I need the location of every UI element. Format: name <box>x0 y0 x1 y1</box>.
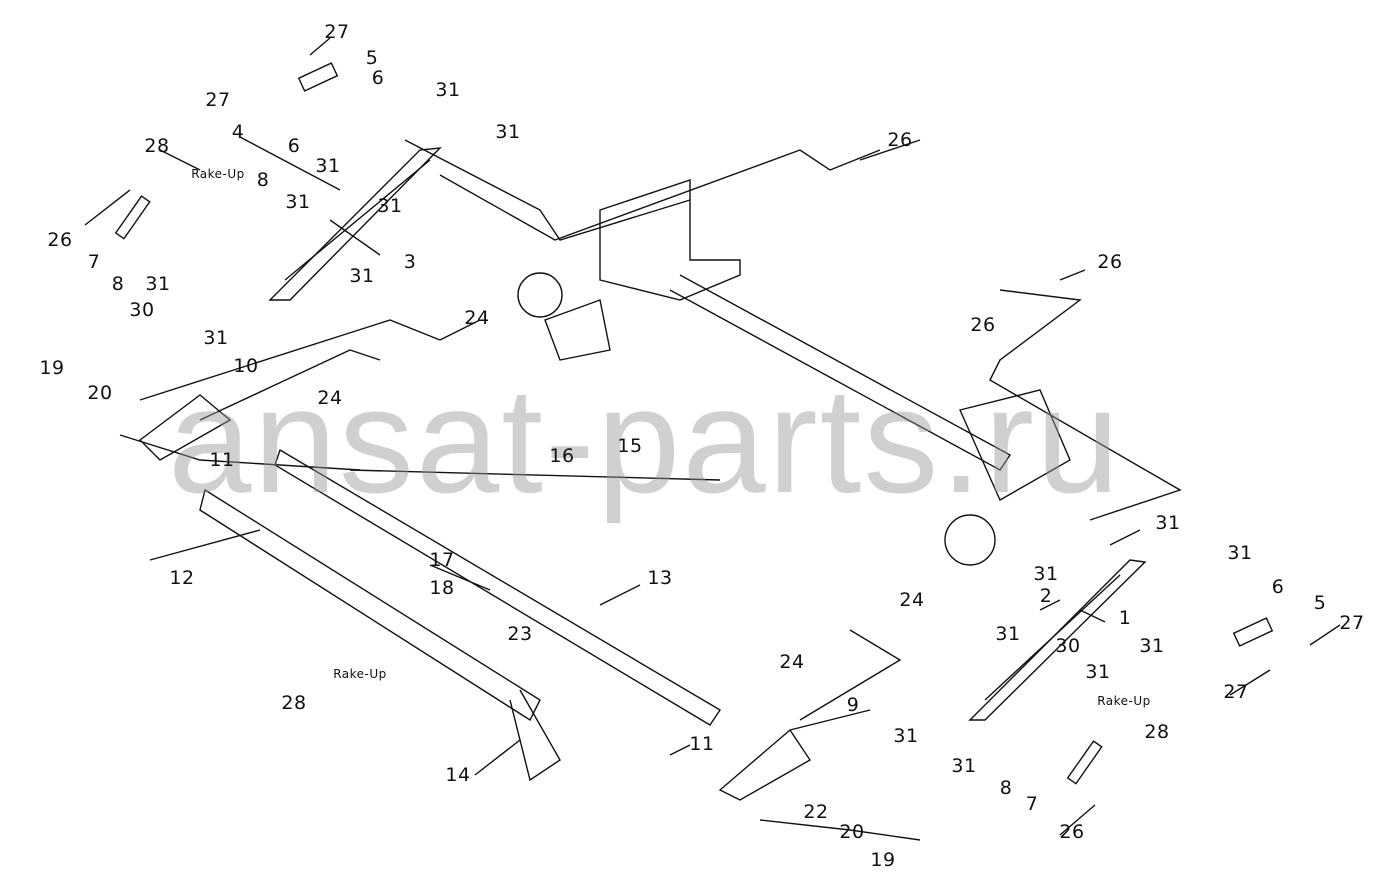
part-label: 27 <box>324 21 350 43</box>
part-label: 31 <box>145 273 171 295</box>
part-label: 27 <box>205 89 231 111</box>
part-label: 31 <box>377 195 403 217</box>
part-label: 31 <box>435 79 461 101</box>
part-label: 26 <box>1097 251 1123 273</box>
part-label: 13 <box>647 567 673 589</box>
roller-assembly <box>138 394 811 801</box>
part-label: 28 <box>281 692 307 714</box>
part-label: 31 <box>1139 635 1165 657</box>
right-arm <box>968 559 1274 785</box>
part-label: 11 <box>689 733 715 755</box>
center-frame <box>517 179 1071 566</box>
part-label: 26 <box>47 229 73 251</box>
part-label: 26 <box>887 129 913 151</box>
part-label: 24 <box>464 307 490 329</box>
part-label: 28 <box>1144 721 1170 743</box>
part-label: 26 <box>970 314 996 336</box>
part-label: 4 <box>231 121 245 143</box>
watermark: ansat-parts.ru <box>168 356 1122 524</box>
part-label: 2 <box>1039 585 1053 607</box>
rake-up-note: Rake-Up <box>333 667 387 681</box>
part-label: 30 <box>129 299 155 321</box>
rake-up-note: Rake-Up <box>1097 694 1151 708</box>
part-label: 9 <box>846 694 860 716</box>
part-label: 31 <box>315 155 341 177</box>
part-label: 6 <box>371 67 385 89</box>
part-label: 31 <box>893 725 919 747</box>
part-label: 19 <box>870 849 896 871</box>
part-label: 23 <box>507 623 533 645</box>
part-label: 31 <box>203 327 229 349</box>
part-label: 6 <box>1271 576 1285 598</box>
arrows <box>84 37 1341 836</box>
part-label: 1 <box>1118 607 1132 629</box>
part-label: 31 <box>1085 661 1111 683</box>
part-label: 8 <box>999 777 1013 799</box>
left-arm <box>114 62 442 301</box>
part-label: 22 <box>803 801 829 823</box>
part-label: 31 <box>1227 542 1253 564</box>
part-label: 20 <box>87 382 113 404</box>
part-label: 18 <box>429 577 455 599</box>
part-label: 31 <box>495 121 521 143</box>
part-label: 28 <box>144 135 170 157</box>
part-label: 16 <box>549 445 575 467</box>
part-label: 19 <box>39 357 65 379</box>
part-label: 27 <box>1223 681 1249 703</box>
part-label: 3 <box>403 251 417 273</box>
part-label: 26 <box>1059 821 1085 843</box>
rake-up-note: Rake-Up <box>191 167 245 181</box>
part-label: 31 <box>1155 512 1181 534</box>
part-label: 20 <box>839 821 865 843</box>
part-label: 7 <box>1025 793 1039 815</box>
part-label: 10 <box>233 355 259 377</box>
part-label: 12 <box>169 567 195 589</box>
part-label: 6 <box>287 135 301 157</box>
part-label: 5 <box>1313 592 1327 614</box>
part-label: 30 <box>1055 635 1081 657</box>
part-label: 8 <box>111 273 125 295</box>
part-label: 7 <box>87 251 101 273</box>
part-label: 31 <box>951 755 977 777</box>
leader-lines <box>119 139 1182 841</box>
part-label: 11 <box>209 449 235 471</box>
part-label: 31 <box>1033 563 1059 585</box>
part-label: 31 <box>349 265 375 287</box>
part-label: 24 <box>317 387 343 409</box>
part-label: 31 <box>995 623 1021 645</box>
part-label: 24 <box>899 589 925 611</box>
part-label: 31 <box>285 191 311 213</box>
part-label: 5 <box>365 47 379 69</box>
part-label: 8 <box>256 169 270 191</box>
part-label: 15 <box>617 435 643 457</box>
part-label: 27 <box>1339 612 1365 634</box>
part-label: 24 <box>779 651 805 673</box>
part-label: 14 <box>445 764 471 786</box>
part-label: 17 <box>429 549 455 571</box>
